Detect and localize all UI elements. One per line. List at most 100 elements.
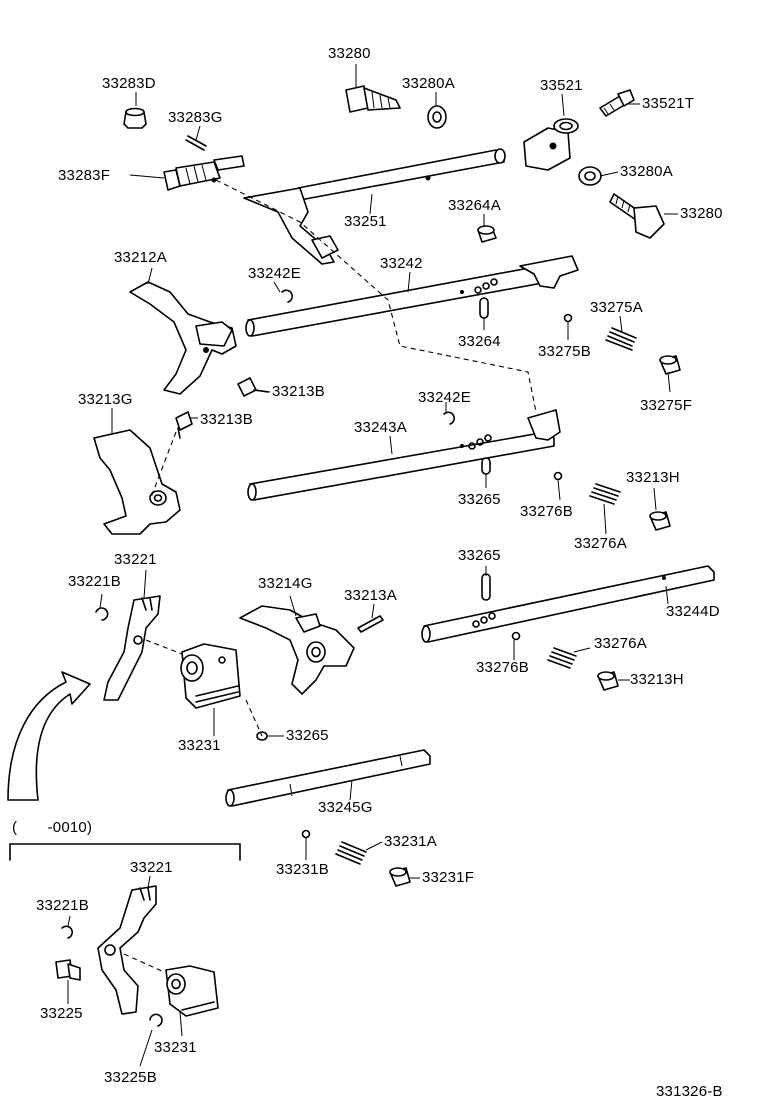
- part-33214G-fork: [239, 605, 355, 695]
- label-33221B-bottom: 33221B: [36, 897, 89, 914]
- label-33276B-mid: 33276B: [476, 659, 529, 676]
- part-33243A-shaft: [247, 409, 561, 501]
- part-33283D-cap: [123, 107, 147, 129]
- label-33276A-mid: 33276A: [594, 635, 647, 652]
- part-33283G-pin: [185, 135, 207, 151]
- label-33265-mid: 33265: [458, 547, 501, 564]
- label-33213G: 33213G: [78, 391, 133, 408]
- part-33280A-washer-top: [427, 105, 447, 129]
- part-33231-head-top: [180, 643, 241, 709]
- diagram-code: 331326-B: [656, 1083, 723, 1100]
- label-33242: 33242: [380, 255, 423, 272]
- label-33213A: 33213A: [344, 587, 397, 604]
- label-33280-top: 33280: [328, 45, 371, 62]
- label-33213B-mid: 33213B: [200, 411, 253, 428]
- part-33245G-shaft: [225, 749, 431, 807]
- part-33264A-plug: [477, 225, 497, 243]
- part-33265-pin-mid: [481, 573, 491, 601]
- range-bracket: [9, 843, 241, 861]
- part-33231F-plug: [389, 867, 411, 887]
- part-33275F-plug: [659, 355, 681, 375]
- label-33275F: 33275F: [640, 397, 693, 414]
- label-33212A: 33212A: [114, 249, 167, 266]
- label-33280-right: 33280: [680, 205, 723, 222]
- label-33264A: 33264A: [448, 197, 501, 214]
- part-33231A-spring: [335, 841, 367, 865]
- part-33280-plug-top: [345, 78, 401, 113]
- label-33221-bottom: 33221: [130, 859, 173, 876]
- label-33242E-mid: 33242E: [418, 389, 471, 406]
- label-33213B-top: 33213B: [272, 383, 325, 400]
- part-33276A-spring-top: [589, 483, 621, 505]
- leader-lines: [67, 64, 678, 1067]
- part-33221B-clip-top: [95, 607, 109, 621]
- label-33283G: 33283G: [168, 109, 223, 126]
- part-33225-pin: [55, 959, 81, 981]
- label-33225B: 33225B: [104, 1069, 157, 1086]
- label-33243A: 33243A: [354, 419, 407, 436]
- label-33265-top: 33265: [458, 491, 501, 508]
- part-33213G-fork: [93, 429, 181, 535]
- label-33231B: 33231B: [276, 861, 329, 878]
- label-33276A-top: 33276A: [574, 535, 627, 552]
- part-33276A-spring-mid: [547, 647, 577, 669]
- label-33264: 33264: [458, 333, 501, 350]
- part-33213B-bolt-top: [237, 377, 269, 397]
- part-33275B-ball: [563, 313, 573, 323]
- label-33283D: 33283D: [102, 75, 156, 92]
- label-33225: 33225: [40, 1005, 83, 1022]
- label-33213H-mid: 33213H: [630, 671, 684, 688]
- label-33221B-top: 33221B: [68, 573, 121, 590]
- label-33244D: 33244D: [666, 603, 720, 620]
- part-33283F-stud: [163, 155, 245, 191]
- part-33242E-clip-top: [281, 289, 294, 303]
- part-33521T-bolt: [599, 89, 635, 117]
- label-33213H-top: 33213H: [626, 469, 680, 486]
- part-33213H-plug-top: [649, 511, 671, 531]
- part-33276B-ball-mid: [511, 631, 521, 641]
- part-33275A-spring: [605, 327, 637, 351]
- part-33213B-bolt-mid: [175, 411, 193, 439]
- label-33280A-right: 33280A: [620, 163, 673, 180]
- label-33231-top: 33231: [178, 737, 221, 754]
- part-33213H-plug-mid: [597, 671, 619, 691]
- label-33275B: 33275B: [538, 343, 591, 360]
- part-33221-lever-top: [103, 595, 161, 701]
- part-33242E-clip-mid: [443, 411, 456, 425]
- part-33242-shaft: [245, 255, 579, 337]
- label-33265-low: 33265: [286, 727, 329, 744]
- part-33225B-clip: [149, 1013, 163, 1027]
- label-33280A-top: 33280A: [402, 75, 455, 92]
- part-33265-pin-top: [481, 457, 491, 475]
- part-33231-head-bottom: [165, 965, 219, 1017]
- label-33283F: 33283F: [58, 167, 111, 184]
- label-33521: 33521: [540, 77, 583, 94]
- part-33221B-clip-bottom: [61, 925, 74, 939]
- part-33251-shaft: [243, 148, 506, 265]
- assembly-dashed-lines: [123, 179, 537, 973]
- part-33280A-washer-right: [578, 166, 602, 186]
- part-33221-lever-bottom: [97, 885, 157, 1015]
- label-33231-bottom: 33231: [154, 1039, 197, 1056]
- label-33231F: 33231F: [422, 869, 475, 886]
- part-33521-block: [523, 93, 579, 171]
- label-33245G: 33245G: [318, 799, 373, 816]
- part-33231B-ball: [301, 829, 311, 839]
- label-33275A: 33275A: [590, 299, 643, 316]
- label-33231A: 33231A: [384, 833, 437, 850]
- part-33276B-ball-top: [553, 471, 563, 481]
- label-33251: 33251: [344, 213, 387, 230]
- label-33221-top: 33221: [114, 551, 157, 568]
- part-33280-plug-right: [609, 193, 665, 239]
- part-33244D-shaft: [421, 565, 715, 643]
- range-note: ( -0010): [12, 819, 93, 836]
- label-33214G: 33214G: [258, 575, 313, 592]
- label-33521T: 33521T: [642, 95, 695, 112]
- part-33213A-pin: [357, 615, 384, 633]
- curved-arrow-icon: [7, 671, 91, 801]
- label-33276B-top: 33276B: [520, 503, 573, 520]
- part-33264-pin: [479, 297, 489, 319]
- label-33242E-top: 33242E: [248, 265, 301, 282]
